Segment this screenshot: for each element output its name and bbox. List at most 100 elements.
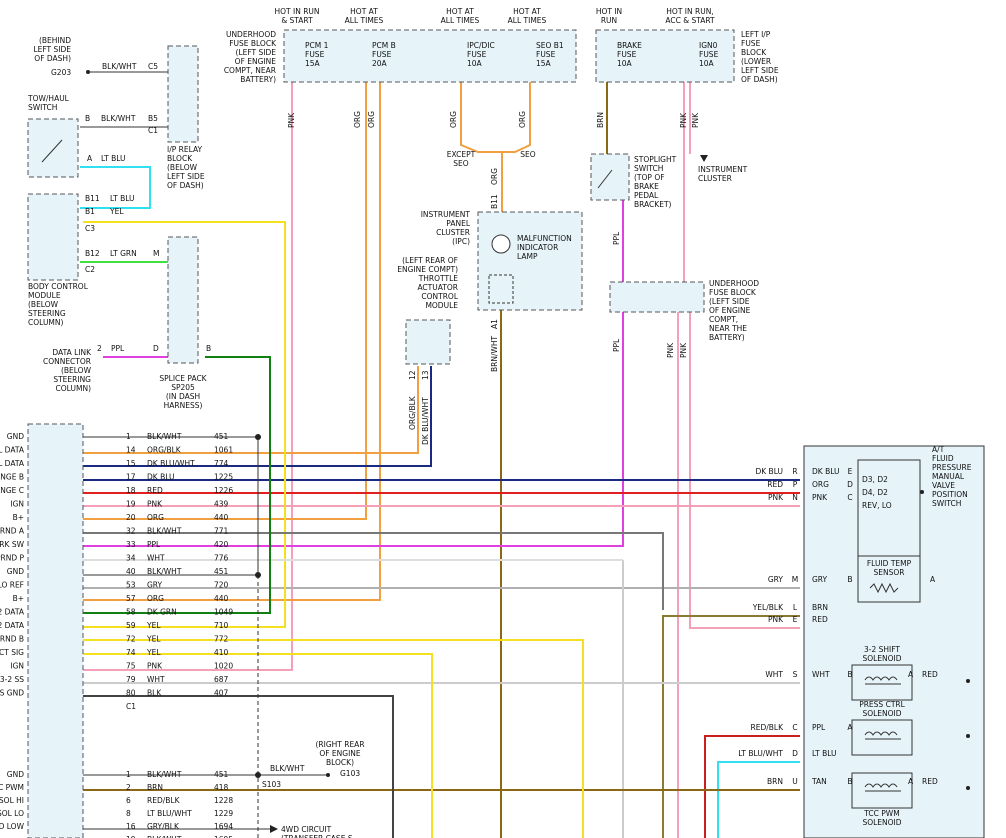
pin-label: B1 <box>85 207 95 216</box>
fluid-temp-sensor <box>857 555 921 603</box>
splice-dot <box>966 679 970 683</box>
connector-pin: N <box>792 493 798 502</box>
body-control-module <box>27 193 79 281</box>
pin-label: B11 <box>85 194 100 203</box>
wire-gnd-1 <box>83 436 259 576</box>
wire-color-out: PNK <box>768 493 784 502</box>
wire-label: BLK/WHT <box>102 62 137 71</box>
wire-color-out: RED/BLK <box>751 723 785 732</box>
connector-label: C2 <box>85 265 95 274</box>
at-switch-inner <box>857 459 921 557</box>
wire-color-in: RED <box>812 615 828 624</box>
pcm-pin-number: 34 <box>126 554 136 563</box>
pcm-pin-circuit: 1020 <box>214 662 233 671</box>
wire-label: ORG <box>518 111 527 128</box>
pcm-pin-number: 15 <box>126 459 136 468</box>
wire-color-in: DK BLU <box>812 467 840 476</box>
ipc-box <box>477 211 583 311</box>
pcm-pin-color: PPL <box>147 540 161 549</box>
wire-label: BRN/WHT <box>490 335 499 372</box>
pcm-pin-name: 3-2 SS <box>0 675 24 684</box>
pcm-pin-number: 2 <box>126 783 131 792</box>
pcm-pin-name: CLS 2 DATA <box>0 621 25 630</box>
pcm-pin-circuit: 1061 <box>214 446 233 455</box>
connector-label: C1 <box>148 126 158 135</box>
pcm-pin-color: PNK <box>147 500 163 509</box>
pcm-pin-color: WHT <box>147 554 165 563</box>
connector-pin: R <box>792 467 797 476</box>
pcm-pin-circuit: 710 <box>214 621 229 630</box>
components <box>27 29 985 838</box>
pcm-pin-circuit: 776 <box>214 554 229 563</box>
wire-color-out: PNK <box>768 615 784 624</box>
pcm-pin-name: LO REF <box>0 581 24 590</box>
wire-label: ORG <box>449 111 458 128</box>
pcm-pin-name: RANGE B <box>0 473 24 482</box>
wire-color-out: YEL/BLK <box>752 603 784 612</box>
pcm-pin-color: WHT <box>147 675 165 684</box>
stoplight-switch <box>590 153 630 201</box>
pcm-pin-circuit: 440 <box>214 594 229 603</box>
pcm-pin-circuit: 1049 <box>214 608 233 617</box>
wire-label: PNK <box>287 112 296 128</box>
pcm-pin-number: 19 <box>126 500 136 509</box>
splice-dot <box>255 772 261 778</box>
wire-blk-80 <box>83 695 394 838</box>
pin-label: 12 <box>408 370 417 380</box>
wire-label: LT BLU <box>101 154 126 163</box>
pcm-pin-number: 58 <box>126 608 136 617</box>
wire-color-in: WHT <box>812 670 830 679</box>
4wd-circuit-label: 4WD CIRCUIT(TRANSFER CASE S... <box>281 825 360 838</box>
solenoid-32-box <box>851 664 913 701</box>
pcm-pin-name: PRND A <box>0 527 25 536</box>
switch-position: REV, LO <box>862 501 892 510</box>
wire-label: YEL <box>109 207 124 216</box>
wire-label: PPL <box>111 344 125 353</box>
pcm-pin-number: 14 <box>126 446 136 455</box>
pcm-pin-name: PC SOL LO <box>0 809 24 818</box>
terminal-label: A <box>847 723 853 732</box>
terminal-label: B <box>847 670 852 679</box>
arrow-right-icon <box>270 825 278 833</box>
wire-lt-blu <box>80 166 151 209</box>
pcm-pin-name: SENS GND <box>0 689 24 698</box>
wire-label: DK BLU/WHT <box>421 397 430 445</box>
pcm-pin-color: DK BLU <box>147 473 175 482</box>
pcm-pin-color: YEL <box>146 635 161 644</box>
wire-label: RED <box>922 670 938 679</box>
wire-color-in: TAN <box>811 777 827 786</box>
pcm-pin-name: ECT SIG <box>0 648 24 657</box>
pcm-pin-color: LT BLU/WHT <box>147 809 192 818</box>
pin-label: B <box>85 114 90 123</box>
wire-color-in: PNK <box>812 493 828 502</box>
wire-org-pcmb-a <box>83 82 367 520</box>
header-hot-run-start: HOT IN RUN& START <box>274 7 319 25</box>
splice-pack <box>167 236 199 364</box>
pcm-pin-color: BLK/WHT <box>147 527 182 536</box>
pcm-pin-number: 17 <box>126 473 136 482</box>
wire-label: BLK/WHT <box>101 114 136 123</box>
pcm-pin-name: SERIAL DATA <box>0 446 25 455</box>
pcm-pin-color: BLK/WHT <box>147 835 182 838</box>
arrow-down-icon <box>700 155 708 162</box>
tac-module <box>405 319 451 365</box>
pcm-pin-number: 59 <box>126 621 136 630</box>
pcm-pin-circuit: 1226 <box>214 486 233 495</box>
terminal-label: E <box>848 467 853 476</box>
pcm-pin-circuit: 407 <box>214 689 229 698</box>
pin-label: A1 <box>490 319 499 329</box>
pcm-pin-color: GRY/BLK <box>147 822 180 831</box>
